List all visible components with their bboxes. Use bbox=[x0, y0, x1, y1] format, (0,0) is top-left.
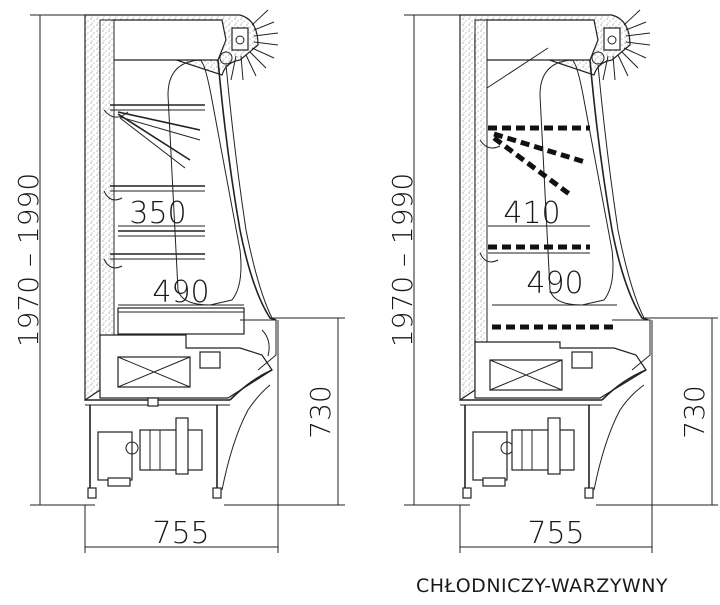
shelf-width-label-right-upper: 410 bbox=[503, 196, 560, 231]
caption: CHŁODNICZY-WARZYWNY bbox=[416, 575, 668, 597]
lower-height-dimension-left: 730 bbox=[304, 385, 337, 438]
shelf-width-label-left-lower: 490 bbox=[152, 275, 209, 310]
shelf-width-label-left-upper: 350 bbox=[129, 196, 186, 231]
shelf-width-label-right-lower: 490 bbox=[526, 266, 583, 301]
height-dimension-left: 1970 – 1990 bbox=[12, 173, 45, 347]
lower-height-dimension-right: 730 bbox=[678, 385, 711, 438]
width-dimension-right: 755 bbox=[527, 516, 584, 551]
shelves-right: 410 490 bbox=[479, 125, 617, 330]
shelves-left: 350 490 bbox=[103, 104, 245, 335]
width-dimension-left: 755 bbox=[152, 516, 209, 551]
height-dimension-right: 1970 – 1990 bbox=[386, 173, 419, 347]
cabinet-left: 1970 – 1990 bbox=[12, 9, 345, 553]
cabinet-right: 1970 – 1990 bbox=[386, 9, 718, 553]
